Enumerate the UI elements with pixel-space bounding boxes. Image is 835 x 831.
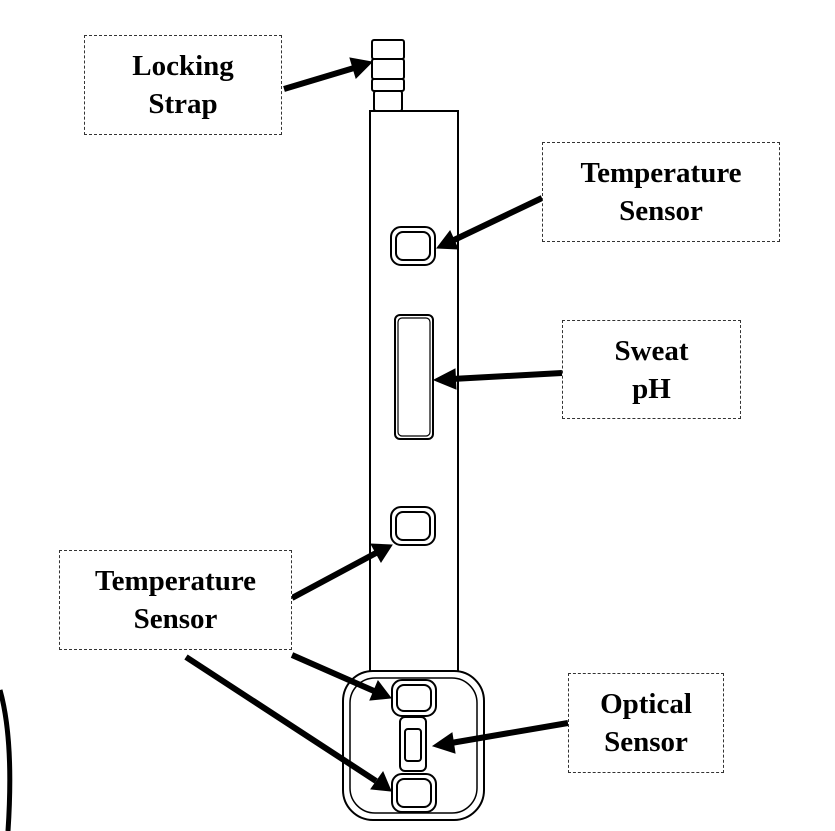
base-temperature-pad-bottom — [391, 773, 437, 813]
label-sweat-ph: Sweat pH — [562, 320, 741, 419]
left-edge-curve — [0, 689, 13, 831]
label-locking-strap-line1: Locking — [132, 50, 234, 82]
sweat-ph-window — [394, 314, 434, 440]
temperature-sensor-middle-pad — [390, 506, 436, 546]
base-temperature-pad-top — [391, 679, 437, 717]
label-sweat-ph-line1: Sweat — [614, 334, 689, 367]
label-locking-strap-line2: Strap — [148, 88, 218, 120]
arrow-temperature-middle-head — [370, 543, 393, 563]
temperature-sensor-top-pad — [390, 226, 436, 266]
arrow-sweat-ph — [451, 370, 563, 382]
arrow-optical-sensor — [450, 720, 569, 746]
arrow-sweat-ph-head — [432, 368, 457, 390]
arrow-temperature-base-bottom — [184, 654, 378, 784]
label-locking-strap: Locking Strap — [84, 35, 282, 135]
label-optical-sensor: Optical Sensor — [568, 673, 724, 773]
label-temperature-sensor-bottom-line2: Sensor — [133, 603, 218, 635]
arrow-temperature-base-top — [290, 652, 376, 694]
label-sweat-ph-line2: pH — [632, 372, 671, 405]
locking-strap — [371, 39, 405, 112]
arrow-temperature-base-top-head — [369, 680, 392, 701]
arrow-temperature-top-head — [436, 230, 459, 250]
arrows — [184, 57, 569, 792]
arrow-optical-sensor-head — [431, 732, 456, 754]
arrow-temperature-top — [452, 195, 544, 243]
arrow-locking-strap-head — [349, 57, 374, 79]
label-temperature-sensor-bottom: Temperature Sensor — [59, 550, 292, 650]
label-temperature-sensor-top-line1: Temperature — [580, 157, 742, 189]
arrow-temperature-base-bottom-head — [370, 770, 392, 792]
optical-sensor-element — [399, 716, 427, 772]
label-temperature-sensor-top: Temperature Sensor — [542, 142, 780, 242]
label-optical-sensor-line1: Optical — [600, 688, 692, 720]
arrow-locking-strap — [283, 65, 355, 92]
label-optical-sensor-line2: Sensor — [604, 726, 688, 758]
label-temperature-sensor-bottom-line1: Temperature — [94, 565, 257, 597]
arrow-temperature-middle — [290, 550, 378, 601]
label-temperature-sensor-top-line2: Sensor — [619, 195, 703, 227]
